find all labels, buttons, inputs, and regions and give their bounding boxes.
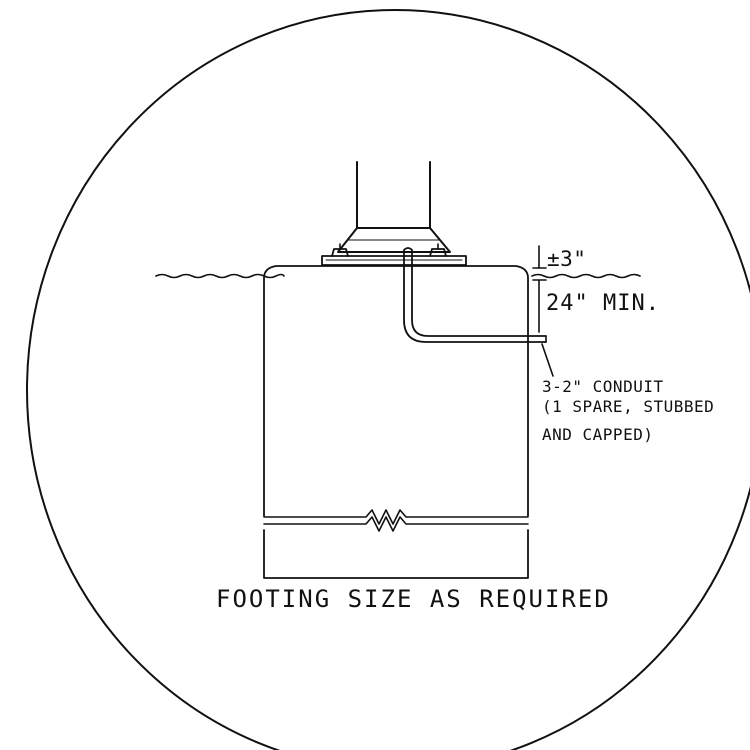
conduit-label-line1: 3-2" CONDUIT [542, 377, 664, 396]
conduit-label-line3: AND CAPPED) [542, 425, 654, 444]
conduit-label-line2: (1 SPARE, STUBBED [542, 397, 715, 416]
footing-caption: FOOTING SIZE AS REQUIRED [216, 585, 611, 613]
clearance-dimension [532, 245, 547, 269]
conduit [403, 247, 547, 343]
footing-upper [263, 265, 529, 517]
ground-line-left [155, 273, 285, 279]
conduit-leader [541, 343, 554, 377]
pole-base [337, 227, 451, 253]
ground-line-right [531, 273, 641, 279]
min-depth-label: 24" MIN. [546, 291, 660, 316]
footing-lower [263, 529, 529, 579]
break-line-upper [263, 509, 529, 525]
anchor-nut-left [331, 243, 349, 257]
break-line-lower [263, 516, 529, 532]
detail-circle [26, 9, 750, 750]
base-plate [321, 255, 467, 266]
anchor-nut-right [429, 243, 447, 257]
clearance-label: ±3" [547, 247, 587, 271]
